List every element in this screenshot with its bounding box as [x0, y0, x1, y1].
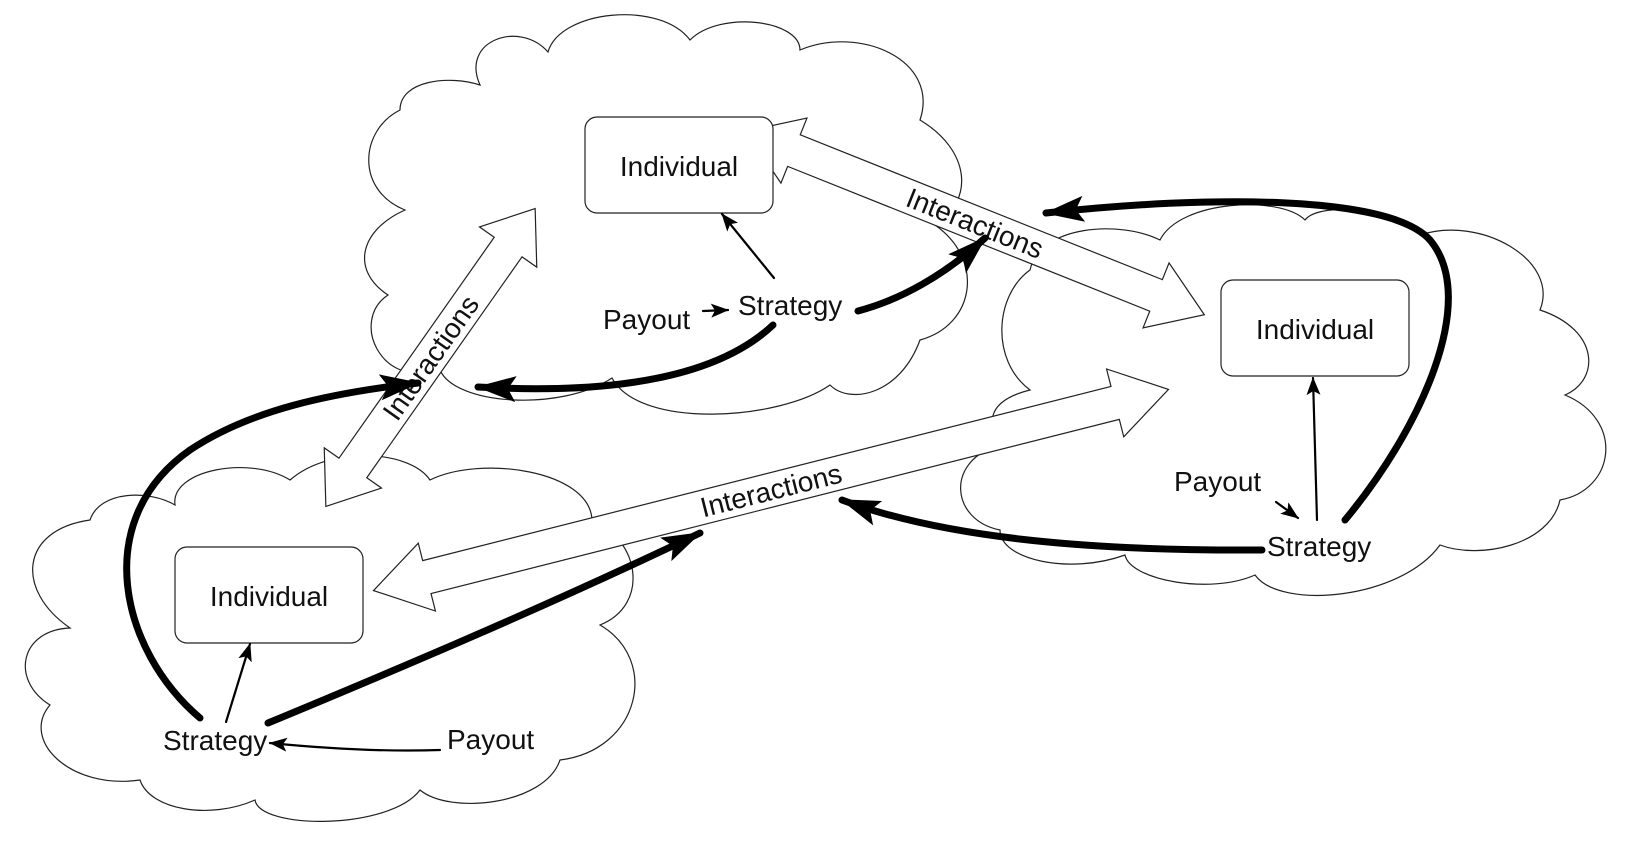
strategy-label-left: Strategy — [163, 725, 267, 756]
individual-label-right: Individual — [1256, 314, 1374, 345]
influence-left-to-leftright-interactions — [264, 529, 704, 727]
influence-right-to-topright-interactions — [1042, 195, 1452, 524]
influence-right-to-leftright-interactions — [838, 496, 1266, 554]
arrow-right-payout-to-strategy — [1274, 500, 1300, 520]
influence-left-to-top-interactions — [123, 374, 422, 722]
payout-label-left: Payout — [447, 724, 534, 755]
payout-label-right: Payout — [1174, 466, 1261, 497]
arrow-left-payout-to-strategy — [268, 737, 442, 752]
individual-box-left: Individual — [174, 546, 364, 644]
arrow-top-strategy-to-individual — [720, 212, 776, 280]
influence-top-to-left-interactions — [474, 321, 777, 403]
arrow-right-strategy-to-individual — [1306, 376, 1321, 522]
payout-label-top: Payout — [603, 304, 690, 335]
arrow-top-payout-to-strategy — [701, 303, 730, 318]
individual-box-right: Individual — [1220, 279, 1410, 377]
cloud-right — [960, 204, 1607, 596]
individual-label-left: Individual — [210, 581, 328, 612]
individual-box-top: Individual — [584, 116, 774, 214]
cloud-top — [363, 14, 969, 415]
individual-label-top: Individual — [620, 151, 738, 182]
arrow-left-strategy-to-individual — [224, 642, 252, 724]
interactions-label-left-right: Interactions — [697, 458, 845, 524]
strategy-label-right: Strategy — [1267, 531, 1371, 562]
influence-top-to-right-interactions — [854, 234, 989, 315]
strategy-label-top: Strategy — [738, 290, 842, 321]
